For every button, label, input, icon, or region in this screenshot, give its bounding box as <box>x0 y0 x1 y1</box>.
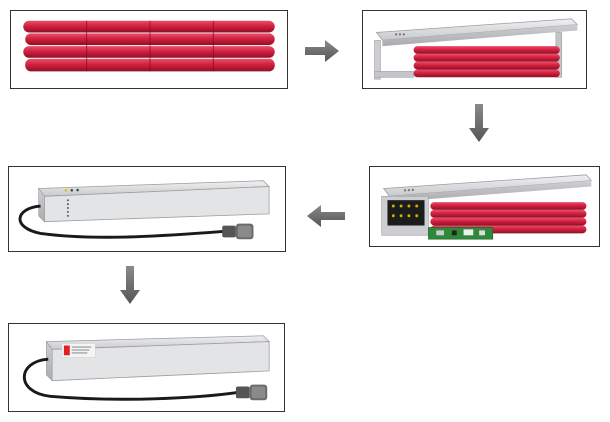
open-casing-illustration <box>374 18 579 80</box>
cells-in-casing <box>413 46 560 78</box>
power-cable <box>22 357 239 401</box>
arrow-right <box>305 40 339 62</box>
cell-row-1 <box>23 20 275 33</box>
connector-pins <box>391 204 419 218</box>
cable-connector <box>222 223 254 240</box>
step-5-labeled-pack-panel <box>8 323 285 412</box>
power-cable <box>18 204 225 239</box>
battery-cells-illustration <box>23 20 275 72</box>
step-1-battery-cells-panel <box>10 10 288 89</box>
labeled-pack-illustration <box>22 335 271 401</box>
open-casing-leds <box>394 33 406 36</box>
step-3-circuit-board-panel <box>369 166 600 247</box>
closed-pack-illustration <box>18 180 270 240</box>
step-2-open-casing-panel <box>362 10 587 89</box>
arrow-down <box>469 104 489 142</box>
pcb-board <box>428 227 494 240</box>
connector-block <box>387 200 425 226</box>
status-leds <box>64 188 79 192</box>
cell-row-3 <box>23 46 275 58</box>
arrow-down <box>120 266 140 304</box>
cable-connector <box>235 384 268 401</box>
circuit-board-illustration <box>381 174 593 240</box>
arrow-left <box>307 205 345 227</box>
level-leds <box>66 199 69 217</box>
cell-joints <box>86 20 214 72</box>
casing-leds <box>403 188 414 192</box>
product-label <box>61 343 96 358</box>
step-4-closed-pack-panel <box>8 166 286 252</box>
